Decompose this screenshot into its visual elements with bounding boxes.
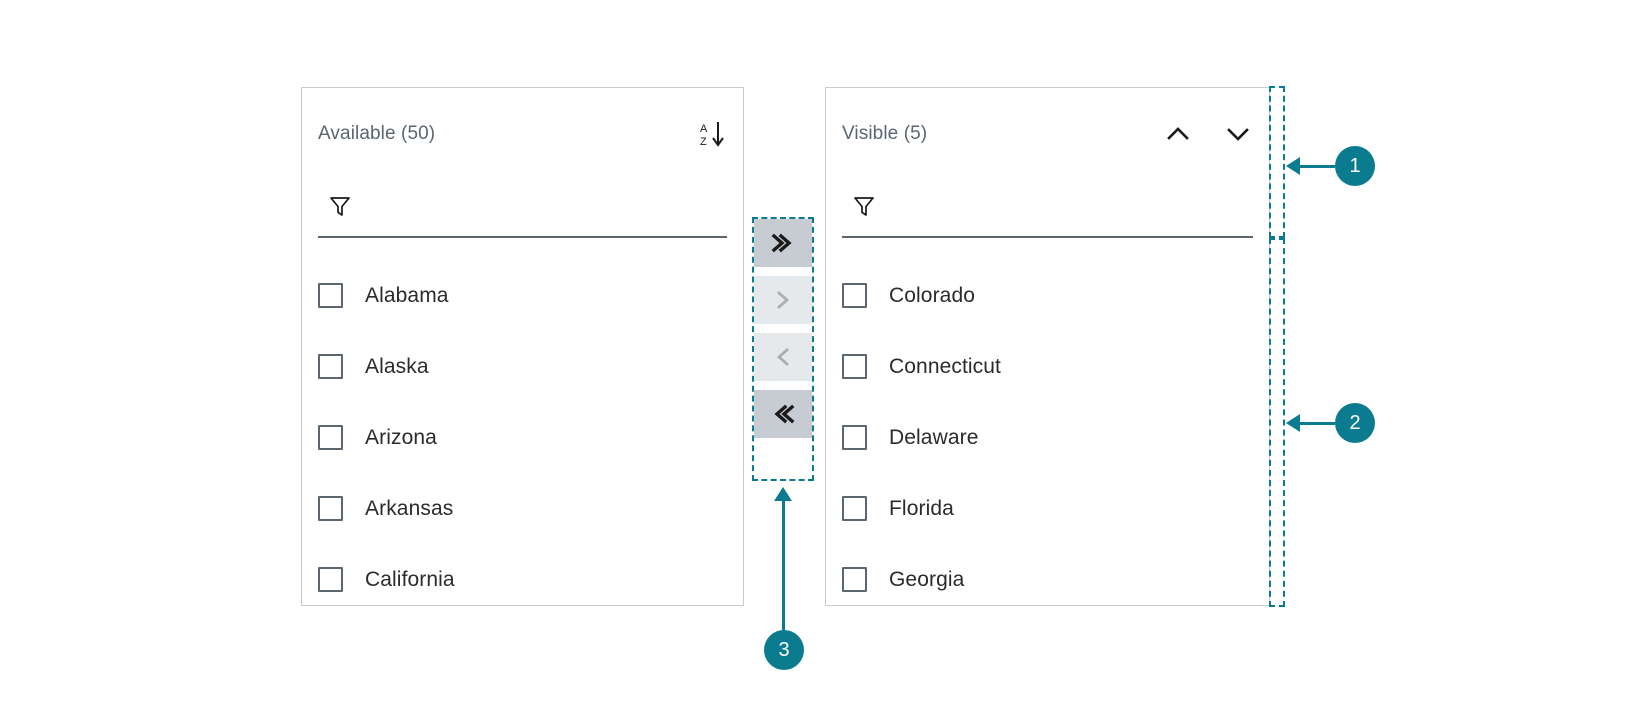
available-panel: Available (50) A Z Alabam — [301, 87, 744, 606]
chevron-up-icon[interactable] — [1161, 117, 1195, 151]
list-item[interactable]: California — [302, 544, 743, 615]
transfer-button-column[interactable] — [754, 219, 812, 438]
visible-filter-row[interactable] — [842, 180, 1253, 238]
list-item-label: Alabama — [365, 283, 449, 307]
chevron-right-icon — [777, 291, 790, 309]
list-item[interactable]: Arkansas — [302, 473, 743, 544]
list-item-label: California — [365, 567, 455, 591]
annotation-1-leader-line — [1299, 165, 1335, 168]
annotation-3-arrowhead — [774, 487, 792, 501]
sort-az-icon-letter-z: Z — [700, 136, 707, 148]
annotation-1-region-outline — [1269, 86, 1285, 238]
annotation-2-arrowhead — [1286, 414, 1300, 432]
double-chevron-left-icon — [774, 404, 795, 424]
list-item[interactable]: Georgia — [826, 544, 1269, 615]
annotation-badge-3: 3 — [764, 630, 804, 670]
sort-az-icon[interactable]: A Z — [695, 117, 729, 151]
double-chevron-right-icon — [771, 233, 792, 253]
available-filter-input[interactable] — [352, 188, 727, 228]
list-item[interactable]: Delaware — [826, 402, 1269, 473]
list-item-label: Alaska — [365, 354, 429, 378]
move-right-button — [754, 276, 812, 324]
visible-panel: Visible (5) — [825, 87, 1270, 606]
available-item-checkbox[interactable] — [318, 567, 343, 592]
move-all-right-button[interactable] — [754, 219, 812, 267]
move-all-left-button[interactable] — [754, 390, 812, 438]
visible-item-checkbox[interactable] — [842, 354, 867, 379]
annotation-badge-1: 1 — [1335, 146, 1375, 186]
chevron-down-icon[interactable] — [1221, 117, 1255, 151]
available-item-checkbox[interactable] — [318, 354, 343, 379]
list-item[interactable]: Connecticut — [826, 331, 1269, 402]
available-filter-row[interactable] — [318, 180, 727, 238]
list-item[interactable]: Alaska — [302, 331, 743, 402]
available-panel-header-actions: A Z — [695, 88, 729, 180]
visible-panel-header: Visible (5) — [826, 88, 1269, 180]
visible-item-checkbox[interactable] — [842, 283, 867, 308]
list-item[interactable]: Colorado — [826, 260, 1269, 331]
available-item-checkbox[interactable] — [318, 425, 343, 450]
list-item-label: Delaware — [889, 425, 979, 449]
annotation-badge-2: 2 — [1335, 403, 1375, 443]
annotation-2-leader-line — [1299, 422, 1335, 425]
annotation-1-arrowhead — [1286, 157, 1300, 175]
available-item-checkbox[interactable] — [318, 283, 343, 308]
annotation-3-leader-line — [782, 501, 785, 631]
visible-panel-title: Visible (5) — [842, 123, 928, 144]
list-item[interactable]: Florida — [826, 473, 1269, 544]
visible-item-checkbox[interactable] — [842, 496, 867, 521]
list-item-label: Arizona — [365, 425, 437, 449]
list-item-label: Georgia — [889, 567, 965, 591]
list-item-label: Connecticut — [889, 354, 1001, 378]
available-item-checkbox[interactable] — [318, 496, 343, 521]
list-item-label: Arkansas — [365, 496, 454, 520]
sort-az-icon-letter-a: A — [700, 123, 708, 135]
visible-item-checkbox[interactable] — [842, 567, 867, 592]
list-item[interactable]: Arizona — [302, 402, 743, 473]
available-panel-title: Available (50) — [318, 123, 436, 144]
list-item-label: Florida — [889, 496, 954, 520]
available-panel-header: Available (50) A Z — [302, 88, 743, 180]
filter-funnel-icon — [852, 194, 876, 223]
visible-panel-header-actions — [1161, 88, 1255, 180]
list-item[interactable]: Alabama — [302, 260, 743, 331]
move-left-button — [754, 333, 812, 381]
list-item-label: Colorado — [889, 283, 976, 307]
filter-funnel-icon — [328, 194, 352, 223]
chevron-left-icon — [776, 348, 789, 366]
visible-filter-input[interactable] — [876, 188, 1253, 228]
annotation-2-region-outline — [1269, 238, 1285, 607]
visible-item-checkbox[interactable] — [842, 425, 867, 450]
